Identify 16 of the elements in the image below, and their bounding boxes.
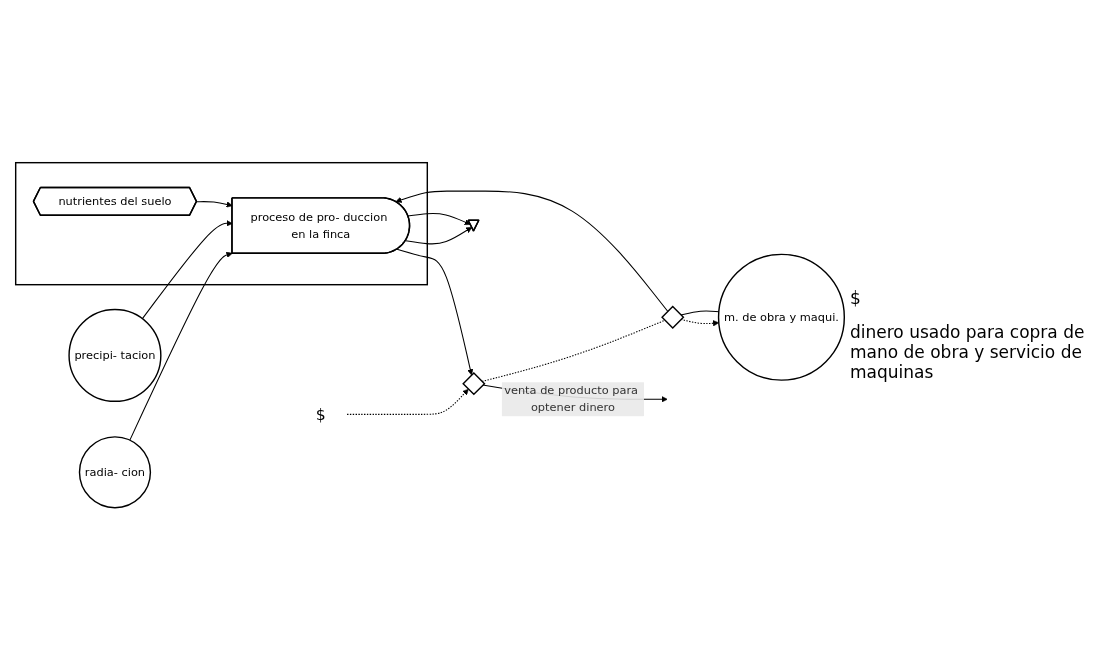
arrow xyxy=(407,212,471,225)
note-text: dinero usado para copra de mano de obra y servicio de maquinas xyxy=(850,322,1086,382)
edge-label: venta de producto para optener dinero xyxy=(504,383,639,414)
arrow xyxy=(346,388,469,415)
arrow xyxy=(395,190,669,312)
cluster xyxy=(15,161,428,286)
note-text: $ xyxy=(850,288,862,308)
node-diamond xyxy=(462,371,486,396)
arrow xyxy=(396,248,474,375)
node-diamond xyxy=(661,305,685,329)
node-text: $ xyxy=(315,405,326,424)
arrow xyxy=(129,251,233,441)
node-circle: precipi- tacion xyxy=(68,308,162,402)
node-circle: radia- cion xyxy=(78,435,152,509)
arrow xyxy=(405,226,473,245)
node-circle: m. de obra y maqui. xyxy=(717,253,845,381)
